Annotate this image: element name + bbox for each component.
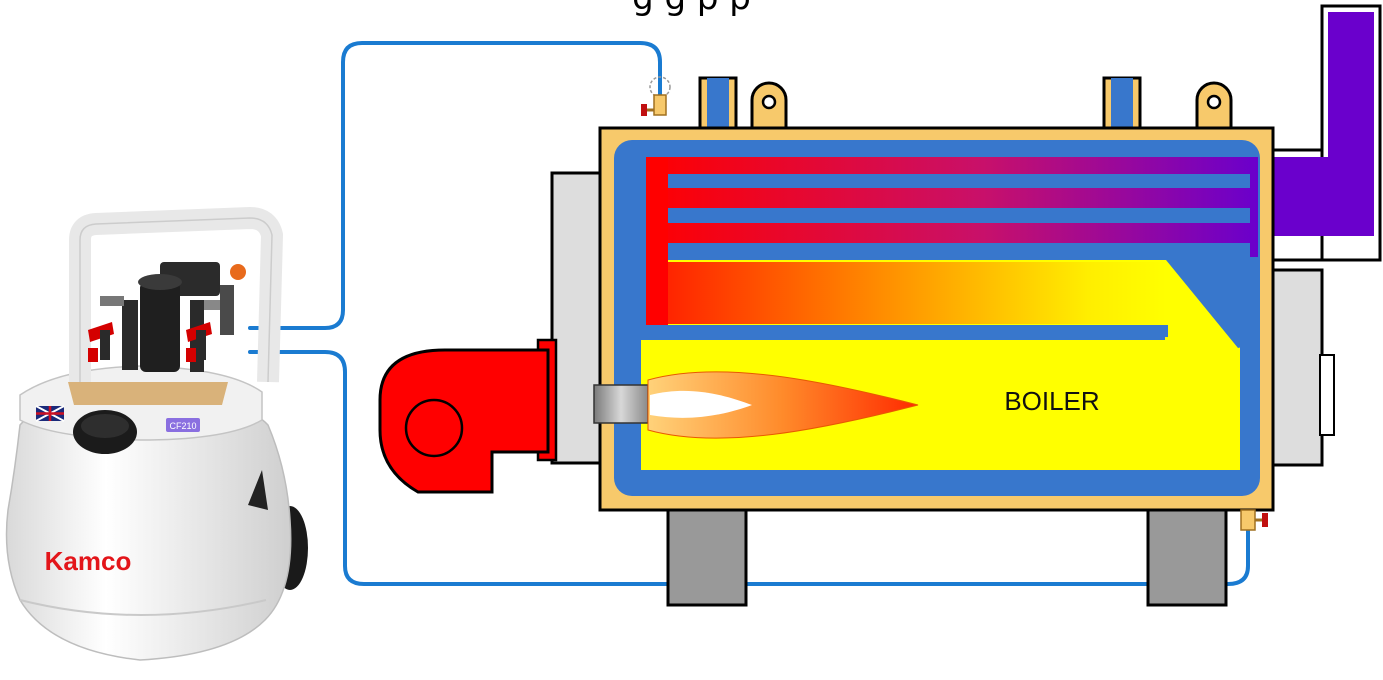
boiler-label: BOILER	[1004, 386, 1099, 416]
burner-nozzle	[593, 384, 649, 424]
lifting-eye-icon	[750, 81, 788, 130]
flue	[1255, 4, 1382, 262]
fire-tube-pass	[646, 157, 1258, 257]
pump-brand-logo: Kamco	[45, 546, 132, 576]
svg-text:CF210: CF210	[169, 421, 196, 431]
lifting-eye-icon	[1195, 81, 1233, 130]
valve-icon	[1240, 509, 1268, 531]
power-flushing-pump: CF210 Kamco	[5, 207, 308, 661]
hot-gas-zone	[646, 262, 1166, 324]
valve-icon	[641, 76, 671, 116]
flow-pipe	[248, 41, 662, 330]
pipework	[248, 41, 1250, 586]
boiler-shell: BOILER	[593, 76, 1275, 512]
header-title-fragment: g g p p	[0, 0, 1383, 18]
return-pipe	[248, 350, 1250, 586]
boiler-supports	[666, 503, 1228, 607]
boiler-side-panels	[550, 171, 1335, 467]
burner-unit	[378, 338, 558, 494]
burner-fan-icon	[404, 398, 464, 458]
model-badge: CF210	[166, 418, 200, 432]
flame-icon	[647, 371, 919, 439]
flag-badge	[35, 405, 65, 422]
